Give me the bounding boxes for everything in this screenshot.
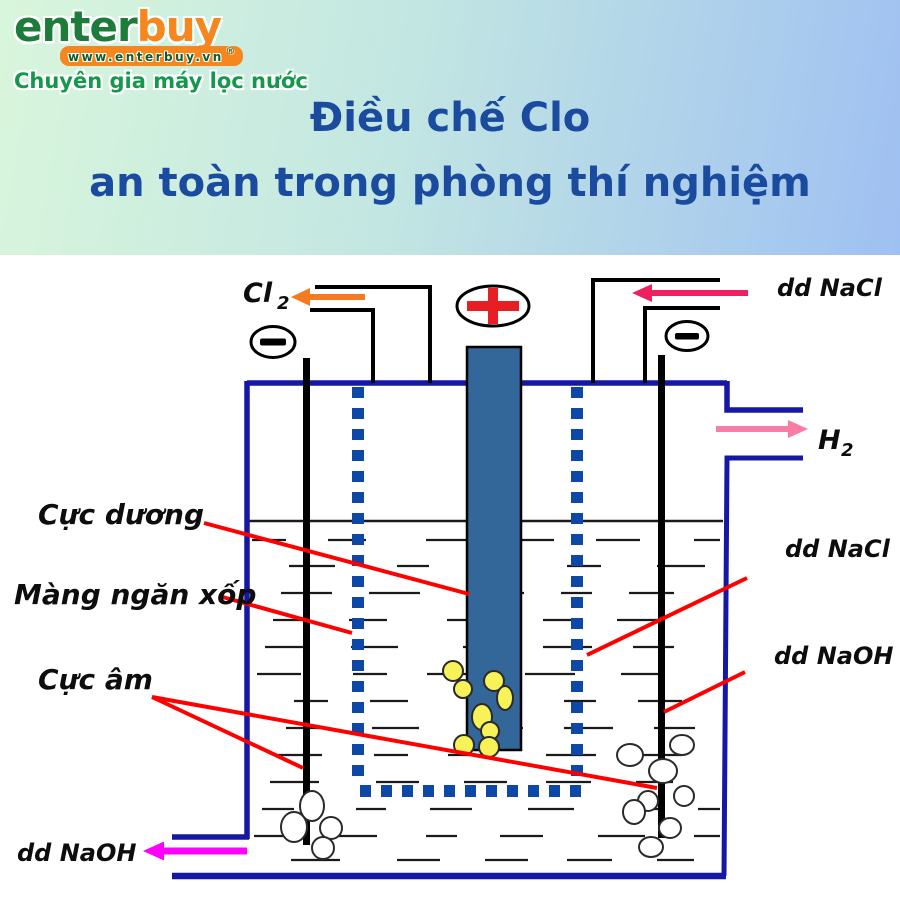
- label-h2: H: [818, 425, 841, 456]
- positive-terminal: [455, 284, 531, 328]
- pointer-dd-nacl: [586, 576, 748, 657]
- hydrogen-bubble: [311, 836, 335, 860]
- pointer-mang-ngan-xop: [218, 594, 353, 635]
- title-line-2: an toàn trong phòng thí nghiệm: [89, 160, 811, 206]
- logo-brand-green: enter: [14, 2, 138, 51]
- porous-membrane: [352, 387, 583, 797]
- label-dd-naoh-bottom: dd NaOH: [17, 839, 136, 867]
- hydrogen-bubble: [648, 758, 678, 784]
- label-dd-nacl-top: dd NaCl: [777, 274, 883, 302]
- logo-brand-orange: buy: [136, 2, 222, 51]
- chlorine-bubble: [483, 670, 505, 692]
- hydrogen-bubble: [280, 811, 308, 843]
- label-cl2-sub: 2: [277, 293, 290, 314]
- label-mang-ngan-xop: Màng ngăn xốp: [14, 578, 256, 611]
- hydrogen-bubble: [622, 799, 646, 825]
- label-cuc-am: Cực âm: [38, 663, 153, 696]
- cathode-rod-left: [303, 358, 310, 845]
- label-dd-nacl-right: dd NaCl: [785, 535, 891, 563]
- pointer-cuc-am-left: [151, 695, 304, 770]
- chlorine-bubble: [496, 685, 514, 711]
- hydrogen-bubble: [669, 734, 695, 756]
- nacl-inlet-tube-outer: [591, 278, 720, 383]
- electrolysis-cell-svg: Cl 2 dd NaCl H 2 Cực dương Màng ngăn xốp…: [14, 274, 893, 880]
- cl2-tube-outer: [315, 285, 432, 383]
- chlorine-bubble: [453, 679, 473, 699]
- enterbuy-logo: enterbuy www.enterbuy.vn® Chuyên gia máy…: [14, 6, 308, 92]
- hydrogen-bubble: [658, 817, 682, 839]
- title-line-1: Điều chế Clo: [309, 95, 591, 141]
- cathode-rod-right: [658, 355, 665, 838]
- arrow-head-icon: [788, 420, 808, 438]
- chlorine-bubble: [442, 660, 464, 682]
- negative-terminal-left: [249, 325, 297, 359]
- arrow-head-icon: [632, 284, 652, 302]
- chlorine-bubbles: [442, 660, 514, 758]
- cl2-tube-inner: [310, 308, 375, 383]
- h2-outlet-lower-lip-and-right-wall: [721, 455, 803, 877]
- negative-terminal-right: [664, 320, 710, 352]
- naoh-out-arrow: [143, 841, 247, 861]
- minus-icon: [675, 333, 699, 340]
- electrolysis-diagram: Cl 2 dd NaCl H 2 Cực dương Màng ngăn xốp…: [0, 255, 900, 900]
- pointer-cuc-duong: [203, 521, 470, 596]
- header-banner: enterbuy www.enterbuy.vn® Chuyên gia máy…: [0, 0, 900, 255]
- hydrogen-bubble: [638, 836, 664, 858]
- logo-brand-text: enterbuy: [14, 6, 308, 48]
- arrow-head-icon: [143, 841, 164, 861]
- logo-url-text: www.enterbuy.vn: [68, 50, 224, 64]
- registered-mark: ®: [225, 47, 235, 57]
- hydrogen-bubble: [319, 816, 343, 840]
- h2-outlet-upper-lip: [724, 381, 803, 413]
- logo-url-banner: www.enterbuy.vn®: [60, 46, 243, 66]
- hydrogen-bubble: [616, 743, 644, 767]
- chlorine-bubble: [478, 736, 500, 758]
- arrow-head-icon: [291, 288, 310, 306]
- h2-out-arrow: [716, 420, 808, 438]
- pointer-dd-naoh: [663, 670, 746, 714]
- label-dd-naoh-right: dd NaOH: [774, 642, 893, 670]
- hydrogen-bubbles: [280, 734, 695, 860]
- label-h2-sub: 2: [841, 440, 854, 461]
- label-cuc-duong: Cực dương: [38, 498, 204, 531]
- annotation-pointers: [151, 521, 748, 790]
- hydrogen-bubble: [673, 785, 695, 807]
- minus-icon: [260, 338, 286, 346]
- gas-tubes: [310, 278, 720, 383]
- page-title: Điều chế Clo an toàn trong phòng thí ngh…: [0, 86, 900, 216]
- nacl-inlet-tube-inner: [643, 306, 720, 383]
- hydrogen-bubble: [299, 790, 325, 822]
- logo-tagline: Chuyên gia máy lọc nước: [14, 69, 308, 93]
- liquid-dashes: [252, 538, 720, 862]
- pointer-cuc-am-right: [151, 695, 658, 790]
- cl2-out-arrow: [291, 288, 365, 306]
- label-cl2: Cl: [243, 278, 273, 309]
- nacl-in-arrow: [632, 284, 748, 302]
